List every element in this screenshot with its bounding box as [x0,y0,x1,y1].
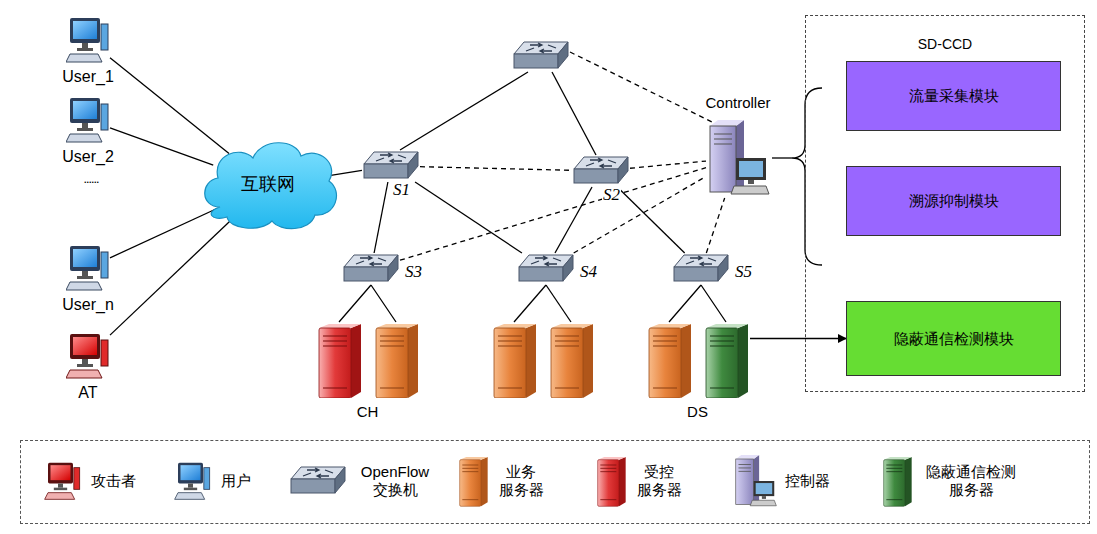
system-group: SD-CCD 流量采集模块溯源抑制模块隐蔽通信检测模块 [805,15,1085,392]
node-label: User_n [62,295,114,314]
network-link [329,170,362,175]
openflow-switch: S1 [362,150,420,182]
user-computer: User_1 [66,16,110,64]
control-link [706,198,724,253]
controller-icon [706,118,770,198]
user-computer-icon [66,96,110,144]
openflow-switch-icon [342,253,400,285]
attacker-computer-icon [66,332,110,380]
node-label: 流量采集模块 [909,87,999,105]
server-icons [315,322,420,400]
module-box: 隐蔽通信检测模块 [846,301,1061,376]
node-label: User_1 [62,67,114,86]
attacker-icon [41,461,85,501]
module-box: 流量采集模块 [846,61,1061,131]
detection-server-icon [881,455,913,507]
legend-text: 隐蔽通信检测 服务器 [921,463,1021,499]
attacker-computer: AT [66,332,110,380]
control-link [630,161,706,168]
business-server-icon [457,455,489,507]
node-label: DS [687,403,708,421]
server-icons [645,322,750,400]
legend-item: 隐蔽通信检测 服务器 [21,441,22,521]
network-link [110,128,213,165]
module-box: 溯源抑制模块 [846,166,1061,236]
control-link [400,168,706,261]
openflow-switch: S3 [342,253,400,285]
business-server-pair [494,285,593,398]
openflow-switch-icon [362,150,420,182]
internet-cloud: 互联网 [198,135,338,235]
legend-text: 受控 服务器 [633,463,685,499]
network-link [750,338,846,339]
backbone-switch [400,42,712,155]
network-link [110,218,233,335]
switch-label: S1 [392,181,411,199]
node-label: 溯源抑制模块 [909,192,999,210]
switch-label: S3 [404,263,423,281]
node-label: 互联网 [241,174,295,196]
user-computer-icon [66,16,110,64]
switch-label: S2 [602,186,621,204]
openflow-switch: S5 [672,253,730,285]
network-link [339,285,396,322]
legend-item: 业务 服务器 [21,441,22,521]
network-link [110,58,229,154]
network-link [555,187,592,253]
node-label: CH [357,403,379,421]
legend-text: 业务 服务器 [495,463,547,499]
server-pair: CH [315,322,420,400]
user-computer: User_n [66,244,110,292]
node-label: 隐蔽通信检测模块 [894,330,1014,348]
user-computer: User_2 [66,96,110,144]
user-computer-icon [66,244,110,292]
node-label: User_2 [62,147,114,166]
switch-label: S4 [579,263,598,281]
module-brace [772,88,822,265]
legend-item: 受控 服务器 [21,441,22,521]
network-link [669,285,726,322]
legend-text: OpenFlow 交换机 [355,463,435,499]
controller-icon [733,453,777,509]
network-link [617,187,684,253]
user-icon [171,461,215,501]
server-pair: DS [645,322,750,400]
node-label: SD-CCD [806,36,1084,53]
control-link [574,177,706,254]
switch-label: S5 [734,263,753,281]
legend-item: 攻击者 [21,441,22,521]
controller: Controller [706,118,770,198]
compromised-server-icon [595,455,627,507]
network-link [415,182,522,253]
legend-text: 攻击者 [91,472,136,490]
legend-item: OpenFlow 交换机 [21,441,22,521]
network-link [110,209,217,258]
switch-icon [289,465,347,497]
legend-item: 用户 [21,441,22,521]
openflow-switch-icon [572,155,630,187]
node-label: AT [78,383,97,402]
openflow-switch-icon [672,253,730,285]
legend-text: 控制器 [785,472,830,490]
network-link [374,182,388,253]
openflow-switch: S4 [517,253,575,285]
legend-text: 用户 [221,472,251,490]
openflow-switch-icon [517,253,575,285]
control-link [420,167,572,171]
legend-item: 控制器 [21,441,22,521]
ellipsis-dots: ...... [84,176,93,186]
node-label: Controller [703,94,772,112]
legend-box: 攻击者用户OpenFlow 交换机业务 服务器受控 服务器控制器隐蔽通信检测 服… [20,440,1090,524]
openflow-switch: S2 [572,155,630,187]
